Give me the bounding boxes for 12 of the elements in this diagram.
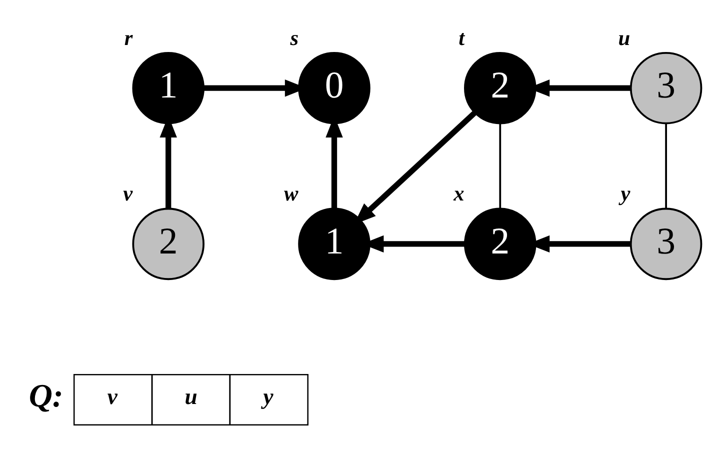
node-label: s [290,25,299,50]
label: Q: [28,378,64,414]
node-label: y [620,181,630,206]
label: y [263,384,274,409]
node-label: v [123,181,133,206]
label: v [107,384,118,409]
node-label: u [618,25,630,50]
node-label: t [458,25,465,50]
node-label: w [284,181,298,206]
node-label: r [124,25,133,50]
label: u [184,384,198,409]
node-label: x [454,181,464,206]
